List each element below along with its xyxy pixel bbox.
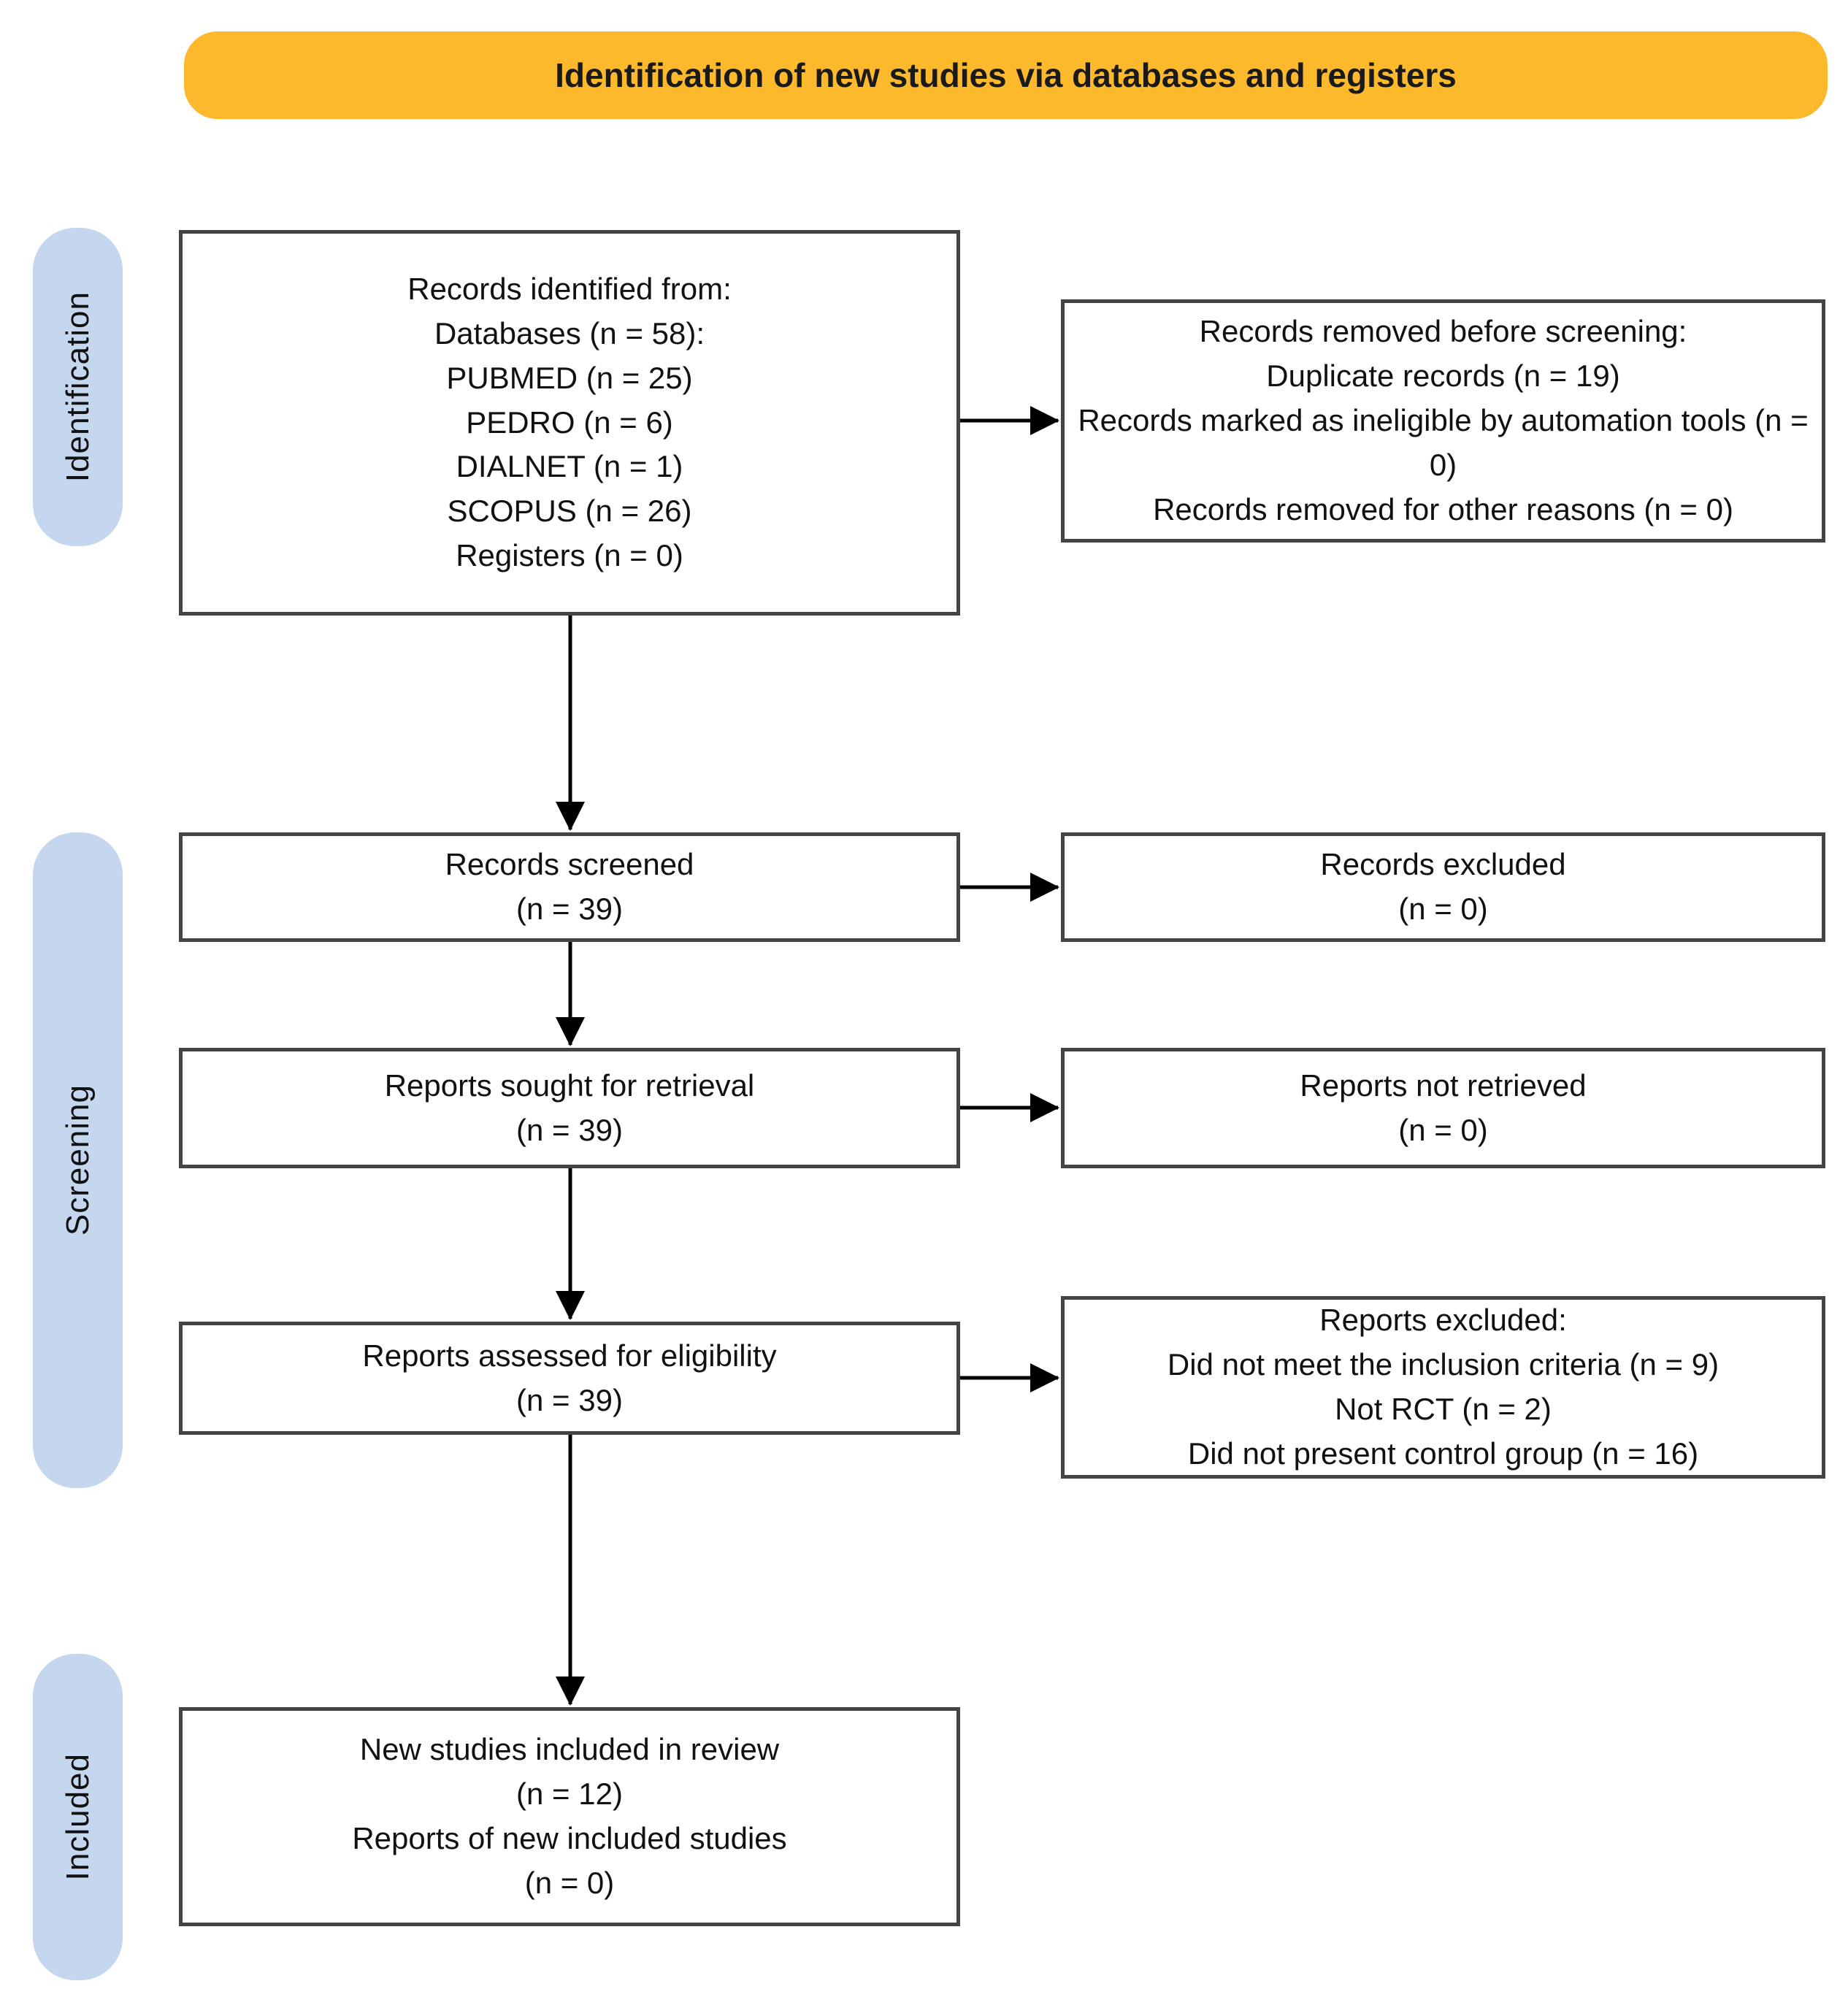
box-line: (n = 0) xyxy=(524,1865,615,1900)
box-line: (n = 39) xyxy=(516,1382,623,1417)
box-line: (n = 0) xyxy=(1398,1112,1488,1147)
box-line: Reports of new included studies xyxy=(352,1821,787,1855)
box-reports-not-retrieved: Reports not retrieved (n = 0) xyxy=(1061,1048,1825,1168)
box-line: Records removed for other reasons (n = 0… xyxy=(1153,491,1733,526)
sidebar-phase-included: Included xyxy=(33,1654,123,1980)
box-line: (n = 0) xyxy=(1398,892,1488,926)
box-reports-assessed: Reports assessed for eligibility (n = 39… xyxy=(179,1322,960,1435)
box-line: DIALNET (n = 1) xyxy=(456,449,683,484)
banner-title: Identification of new studies via databa… xyxy=(555,56,1457,94)
box-line: (n = 12) xyxy=(516,1777,623,1812)
box-line: Reports sought for retrieval xyxy=(384,1068,755,1103)
box-line: Records identified from: xyxy=(407,271,732,306)
box-new-studies-included: New studies included in review (n = 12) … xyxy=(179,1707,960,1926)
box-line: Records marked as ineligible by automati… xyxy=(1078,403,1809,482)
box-line: Records excluded xyxy=(1320,847,1566,882)
sidebar-phase-label: Screening xyxy=(59,1084,96,1236)
box-records-identified: Records identified from: Databases (n = … xyxy=(179,230,960,616)
box-line: SCOPUS (n = 26) xyxy=(447,494,692,529)
box-line: Records removed before screening: xyxy=(1199,314,1687,349)
box-line: Did not present control group (n = 16) xyxy=(1187,1436,1699,1471)
box-line: (n = 39) xyxy=(516,1112,623,1147)
sidebar-phase-screening: Screening xyxy=(33,832,123,1488)
box-line: Duplicate records (n = 19) xyxy=(1266,359,1620,394)
box-line: Records screened xyxy=(445,847,694,882)
box-records-removed: Records removed before screening: Duplic… xyxy=(1061,299,1825,543)
box-line: Reports not retrieved xyxy=(1300,1068,1587,1103)
box-line: Registers (n = 0) xyxy=(456,538,683,573)
box-line: Not RCT (n = 2) xyxy=(1335,1392,1552,1426)
sidebar-phase-label: Identification xyxy=(59,291,96,483)
banner: Identification of new studies via databa… xyxy=(184,31,1828,119)
box-line: Reports assessed for eligibility xyxy=(362,1338,777,1373)
box-line: PUBMED (n = 25) xyxy=(446,360,693,395)
sidebar-phase-label: Included xyxy=(59,1753,96,1881)
box-line: Reports excluded: xyxy=(1319,1303,1567,1338)
box-records-screened: Records screened (n = 39) xyxy=(179,832,960,942)
box-reports-sought: Reports sought for retrieval (n = 39) xyxy=(179,1048,960,1168)
sidebar-phase-identification: Identification xyxy=(33,228,123,546)
box-line: Did not meet the inclusion criteria (n =… xyxy=(1167,1347,1719,1382)
box-line: Databases (n = 58): xyxy=(434,315,705,350)
box-line: New studies included in review xyxy=(359,1732,780,1767)
box-reports-excluded: Reports excluded: Did not meet the inclu… xyxy=(1061,1296,1825,1479)
box-line: PEDRO (n = 6) xyxy=(466,405,673,440)
box-records-excluded: Records excluded (n = 0) xyxy=(1061,832,1825,942)
box-line: (n = 39) xyxy=(516,892,623,926)
